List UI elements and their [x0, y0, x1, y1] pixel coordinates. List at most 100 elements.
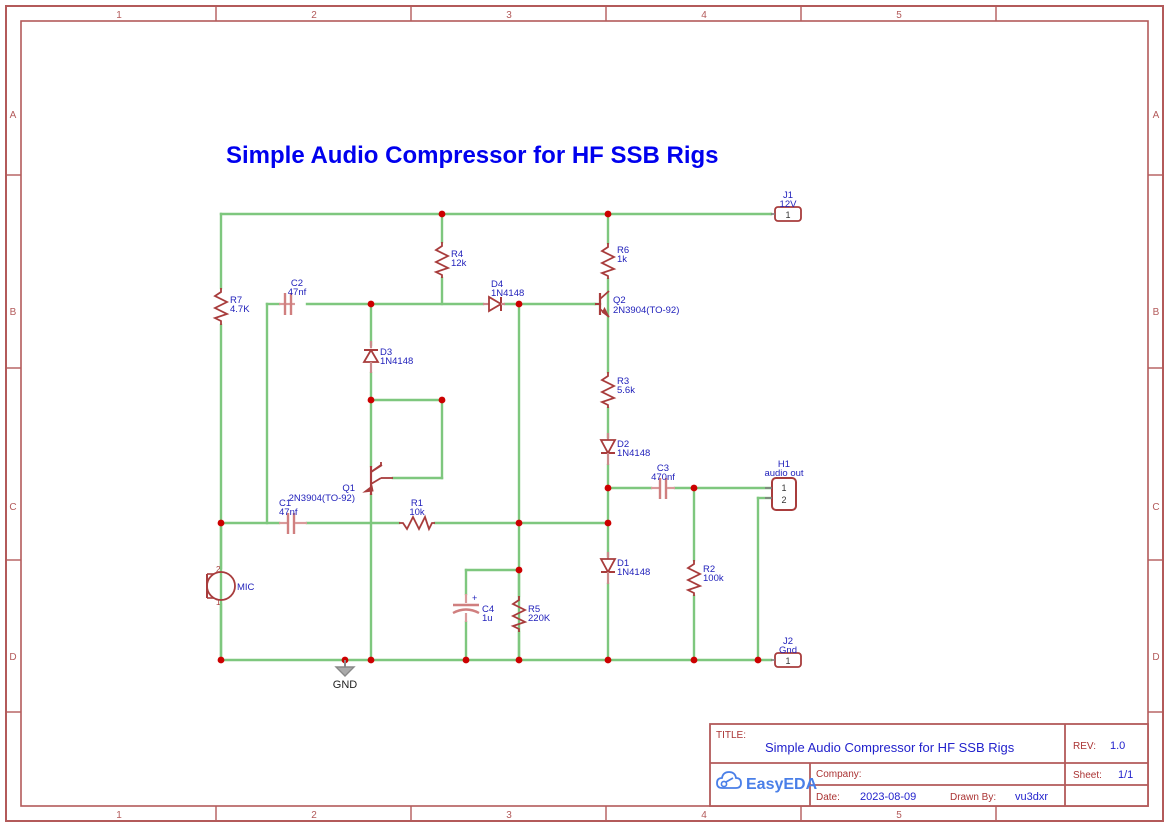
component-R3-ref: R3 — [617, 376, 629, 387]
component-R5-ref: R5 — [528, 604, 540, 615]
component-Q1-value: 2N3904(TO-92) — [289, 493, 355, 504]
component-D4-value: 1N4148 — [491, 288, 524, 299]
frame-col-4-bottom: 4 — [701, 810, 707, 821]
component-C2-value: 470nf — [651, 472, 675, 483]
title-block-title-value: Simple Audio Compressor for HF SSB Rigs — [765, 740, 1015, 755]
component-R2-value: 100k — [703, 573, 724, 584]
component-C4-ref: C4 — [482, 604, 494, 615]
connector-H1-pin-1: 1 — [781, 483, 786, 493]
junction — [604, 484, 612, 492]
junction — [515, 300, 523, 308]
component-R7[interactable]: R7 4.7K — [212, 288, 250, 325]
connector-J1[interactable]: 1 J1 12V — [771, 190, 802, 222]
symbol-MIC-pin-1: 1 — [216, 598, 221, 607]
connector-J2-value: Gnd — [779, 645, 797, 656]
easyeda-logo: EasyEDA — [716, 771, 818, 793]
component-R1[interactable]: R1 10k — [399, 498, 435, 532]
frame-row-c-right: C — [1152, 502, 1159, 513]
connector-H1-pin-2: 2 — [781, 495, 786, 505]
component-Q2[interactable]: Q2 2N3904(TO-92) — [595, 290, 679, 318]
component-R6[interactable]: R6 1k — [599, 243, 629, 279]
component-D4[interactable]: D4 1N4148 — [483, 279, 524, 313]
component-D1-value: 1N4148 — [617, 567, 650, 578]
frame-row-c-left: C — [9, 502, 16, 513]
connector-J1-ref: J1 — [783, 190, 793, 201]
title-block-sheet-label: Sheet: — [1073, 770, 1102, 781]
component-D2-ref: D2 — [617, 439, 629, 450]
component-R7-ref: R7 — [230, 295, 242, 306]
component-C3[interactable]: C2 47nf — [279, 278, 307, 315]
component-C4[interactable]: + C4 1u — [452, 593, 494, 624]
symbol-MIC-pin-2: 2 — [216, 565, 221, 574]
page-title: Simple Audio Compressor for HF SSB Rigs — [226, 142, 719, 169]
frame-row-a-left: A — [10, 110, 17, 121]
title-block: TITLE: Simple Audio Compressor for HF SS… — [709, 723, 1149, 807]
symbol-MIC[interactable]: 2 1 MIC — [206, 565, 255, 607]
title-block-rev-label: REV: — [1073, 741, 1096, 752]
component-C3-ref: C2 — [291, 278, 303, 289]
component-R7-value: 4.7K — [230, 304, 250, 315]
junction — [515, 656, 523, 664]
component-D3[interactable]: D3 1N4148 — [362, 341, 413, 373]
title-block-title-label: TITLE: — [716, 730, 746, 741]
component-R5[interactable]: R5 220K — [510, 596, 551, 632]
junction — [604, 210, 612, 218]
frame-row-b-left: B — [10, 307, 17, 318]
component-C4-polarity: + — [472, 593, 477, 603]
component-D1[interactable]: D1 1N4148 — [599, 552, 650, 584]
component-R5-value: 220K — [528, 613, 551, 624]
junction — [690, 656, 698, 664]
junction — [217, 519, 225, 527]
component-R1-value: 10k — [409, 507, 425, 518]
frame-col-2-top: 2 — [311, 10, 317, 21]
symbol-GND-label: GND — [333, 679, 358, 691]
title-block-drawnby-label: Drawn By: — [950, 792, 996, 803]
component-C2[interactable]: C3 470nf — [651, 463, 675, 499]
junction — [515, 566, 523, 574]
connector-H1-ref: H1 — [778, 459, 790, 470]
easyeda-logo-text: EasyEDA — [746, 776, 818, 793]
connector-H1-value: audio out — [764, 468, 803, 479]
component-R4[interactable]: R4 12k — [433, 242, 467, 278]
component-C1[interactable]: C1 47nf — [279, 498, 307, 534]
component-C1-value: 47nf — [279, 507, 298, 518]
connector-J2-ref: J2 — [783, 636, 793, 647]
junction — [367, 656, 375, 664]
junction — [462, 656, 470, 664]
connector-H1[interactable]: 1 2 H1 audio out — [764, 459, 804, 511]
component-R3[interactable]: R3 5.6k — [599, 372, 635, 408]
frame-col-1-bottom: 1 — [116, 810, 122, 821]
frame-col-5-top: 5 — [896, 10, 902, 21]
junction — [515, 519, 523, 527]
title-block-drawnby-value: vu3dxr — [1015, 791, 1048, 803]
component-R2[interactable]: R2 100k — [685, 560, 724, 596]
frame-col-5-bottom: 5 — [896, 810, 902, 821]
component-R6-value: 1k — [617, 254, 627, 265]
sheet-frame — [5, 5, 1164, 822]
frame-row-d-right: D — [1152, 652, 1159, 663]
component-Q2-ref: Q2 — [613, 295, 626, 306]
component-R4-value: 12k — [451, 258, 467, 269]
frame-row-b-right: B — [1153, 307, 1160, 318]
frame-col-3-bottom: 3 — [506, 810, 512, 821]
component-R1-ref: R1 — [411, 498, 423, 509]
component-D3-value: 1N4148 — [380, 356, 413, 367]
junction — [604, 656, 612, 664]
component-R2-ref: R2 — [703, 564, 715, 575]
component-Q2-value: 2N3904(TO-92) — [613, 305, 679, 316]
component-Q1[interactable]: Q1 2N3904(TO-92) — [289, 462, 393, 504]
junction — [438, 396, 446, 404]
junction — [367, 300, 375, 308]
frame-col-4-top: 4 — [701, 10, 707, 21]
frame-row-d-left: D — [9, 652, 16, 663]
connector-J2[interactable]: 1 J2 Gnd — [771, 636, 802, 668]
component-D2[interactable]: D2 1N4148 — [599, 433, 650, 465]
component-D1-ref: D1 — [617, 558, 629, 569]
frame-row-labels: A B C D A B C D — [9, 110, 1159, 663]
component-R4-ref: R4 — [451, 249, 463, 260]
symbol-MIC-label: MIC — [237, 582, 255, 593]
component-C4-value: 1u — [482, 613, 493, 624]
junction — [367, 396, 375, 404]
frame-column-labels: 1 2 3 4 5 1 2 3 4 5 — [116, 10, 902, 821]
